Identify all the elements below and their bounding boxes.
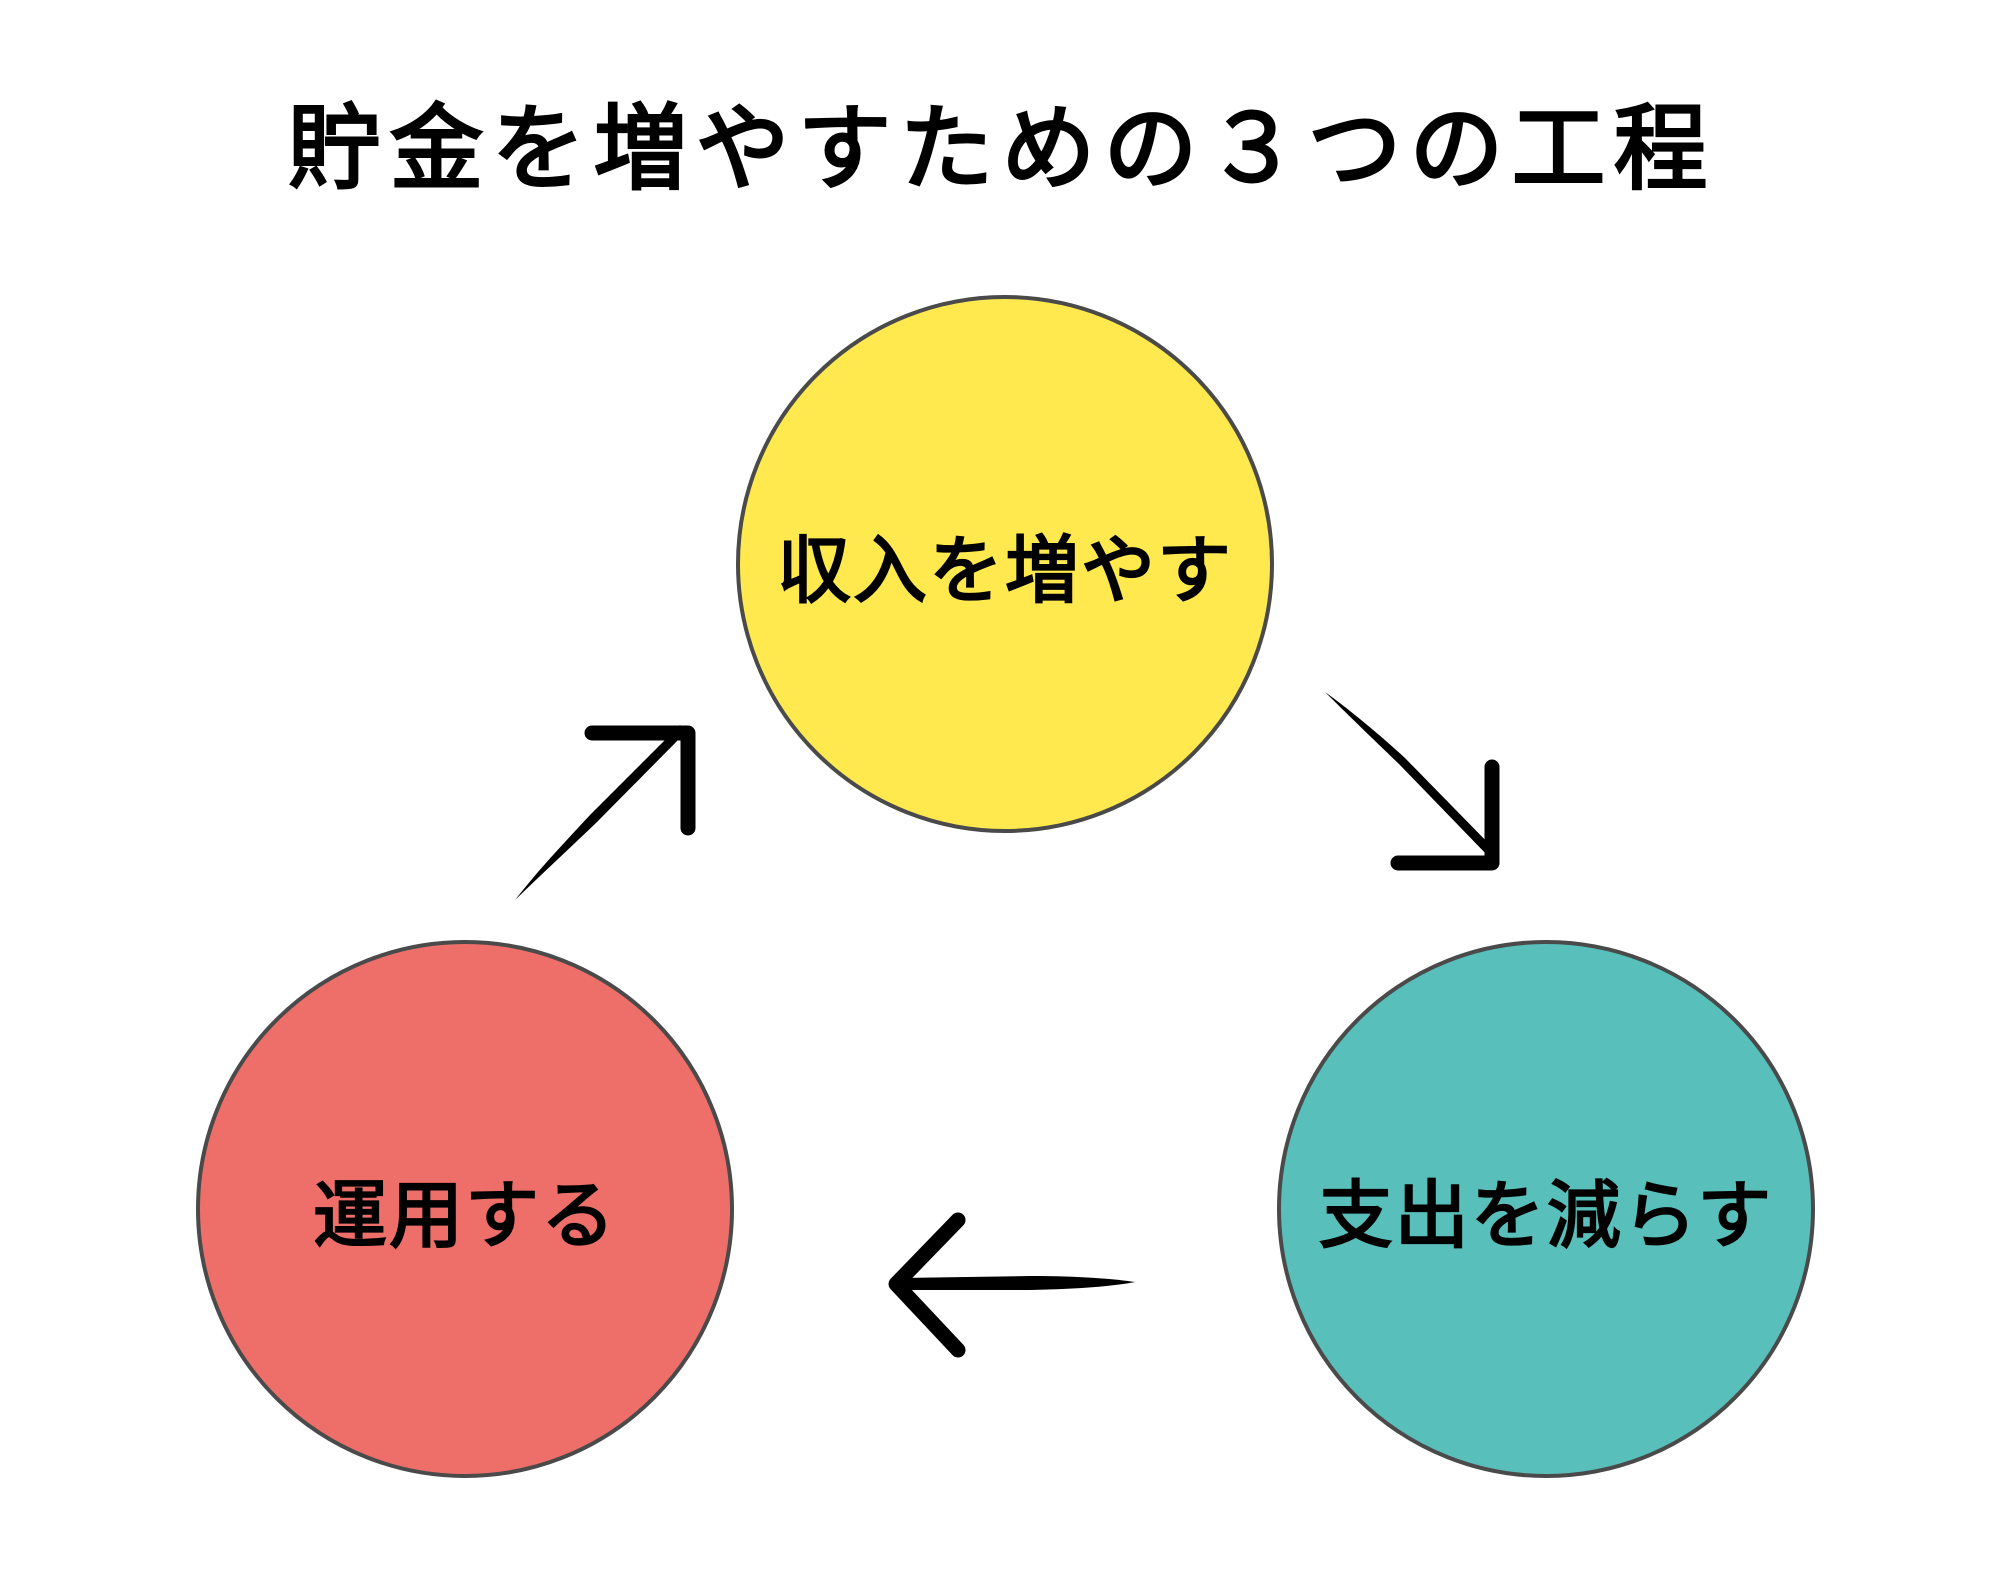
step-invest: 運用する (196, 940, 734, 1478)
arrow-down-right-icon (1325, 692, 1500, 871)
step-reduce-expenses-label: 支出を減らす (1318, 1172, 1774, 1259)
arrow-up-right-icon (515, 725, 696, 900)
arrow-left-icon (888, 1212, 1135, 1358)
step-increase-income-label: 収入を増やす (777, 527, 1233, 614)
diagram-title: 貯金を増やすための３つの工程 (287, 95, 1716, 204)
step-increase-income: 収入を増やす (736, 295, 1274, 833)
step-invest-label: 運用する (313, 1172, 617, 1259)
step-reduce-expenses: 支出を減らす (1277, 940, 1815, 1478)
